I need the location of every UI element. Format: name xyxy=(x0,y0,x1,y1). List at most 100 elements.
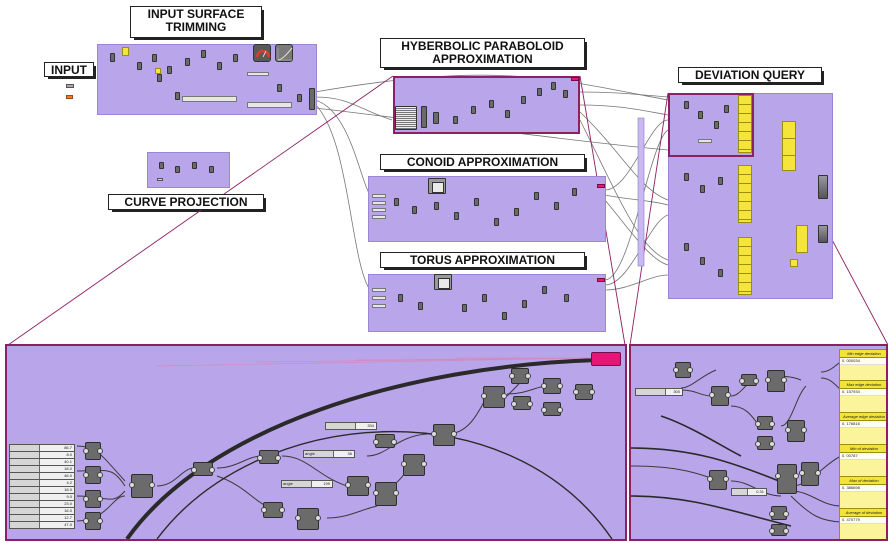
component[interactable] xyxy=(775,464,799,494)
slider[interactable] xyxy=(372,296,386,300)
component[interactable] xyxy=(541,378,563,394)
component[interactable] xyxy=(401,454,427,476)
component[interactable] xyxy=(709,386,731,406)
component[interactable] xyxy=(755,416,775,430)
slider[interactable] xyxy=(372,215,386,219)
preview-component[interactable] xyxy=(428,178,446,194)
panel[interactable] xyxy=(790,259,798,267)
component[interactable] xyxy=(769,524,789,536)
component[interactable] xyxy=(471,106,476,114)
component[interactable] xyxy=(755,436,775,450)
slider[interactable] xyxy=(372,304,386,308)
component[interactable] xyxy=(394,198,399,206)
component[interactable] xyxy=(191,462,215,476)
component[interactable] xyxy=(159,162,164,169)
component[interactable] xyxy=(511,396,533,410)
input-param-orange[interactable] xyxy=(66,95,73,99)
slider[interactable] xyxy=(247,102,292,108)
component[interactable] xyxy=(129,474,155,498)
component[interactable] xyxy=(201,50,206,58)
component[interactable] xyxy=(83,490,103,508)
component[interactable] xyxy=(724,105,729,113)
component[interactable] xyxy=(718,177,723,185)
component[interactable] xyxy=(673,362,693,378)
panel[interactable] xyxy=(738,165,752,223)
component[interactable] xyxy=(494,218,499,226)
component[interactable] xyxy=(175,92,180,100)
component[interactable] xyxy=(167,66,172,74)
component[interactable] xyxy=(83,466,103,484)
slider[interactable] xyxy=(698,139,712,143)
component[interactable] xyxy=(818,175,828,199)
component[interactable] xyxy=(799,462,821,486)
slider[interactable] xyxy=(372,288,386,292)
component[interactable] xyxy=(707,470,729,490)
slider[interactable] xyxy=(247,72,269,76)
panel[interactable] xyxy=(155,68,161,74)
component[interactable] xyxy=(233,54,238,62)
component[interactable] xyxy=(412,206,417,214)
component[interactable] xyxy=(217,62,222,70)
component[interactable] xyxy=(434,202,439,210)
graph-preview[interactable] xyxy=(275,44,293,62)
component[interactable] xyxy=(83,442,103,460)
slider-stack[interactable] xyxy=(395,106,417,130)
component[interactable] xyxy=(431,424,457,446)
mid-slider[interactable]: 334 xyxy=(325,422,377,430)
component[interactable] xyxy=(573,384,595,400)
hp-slider[interactable]: 47.0 xyxy=(9,521,75,529)
component[interactable] xyxy=(818,225,828,243)
component[interactable] xyxy=(295,508,321,530)
component[interactable] xyxy=(521,96,526,104)
output-param-node[interactable] xyxy=(591,352,621,366)
component[interactable] xyxy=(398,294,403,302)
component[interactable] xyxy=(297,94,302,102)
component[interactable] xyxy=(572,188,577,196)
component[interactable] xyxy=(700,185,705,193)
panel[interactable] xyxy=(782,121,796,171)
component[interactable] xyxy=(482,294,487,302)
component[interactable] xyxy=(684,101,689,109)
component[interactable] xyxy=(563,90,568,98)
component[interactable] xyxy=(185,58,190,66)
component[interactable] xyxy=(698,111,703,119)
component[interactable] xyxy=(541,402,563,416)
gauge-preview[interactable] xyxy=(253,44,271,62)
deviation-input-slider[interactable]: 300 xyxy=(635,388,683,396)
component[interactable] xyxy=(157,74,162,82)
panel[interactable] xyxy=(122,47,129,56)
component[interactable] xyxy=(257,450,281,464)
component[interactable] xyxy=(474,198,479,206)
component[interactable] xyxy=(765,370,787,392)
component[interactable] xyxy=(481,386,507,408)
output-param[interactable] xyxy=(597,184,605,188)
component[interactable] xyxy=(785,420,807,442)
component[interactable] xyxy=(137,62,142,70)
slider[interactable] xyxy=(372,201,386,205)
component[interactable] xyxy=(309,88,315,110)
component[interactable] xyxy=(345,476,371,496)
slider[interactable] xyxy=(372,208,386,212)
panel[interactable] xyxy=(796,225,808,253)
component[interactable] xyxy=(192,162,197,169)
component[interactable] xyxy=(700,257,705,265)
component[interactable] xyxy=(175,166,180,173)
slider[interactable] xyxy=(182,96,237,102)
component[interactable] xyxy=(564,294,569,302)
component[interactable] xyxy=(261,502,285,518)
panel[interactable] xyxy=(738,237,752,295)
component[interactable] xyxy=(551,82,556,90)
component[interactable] xyxy=(462,304,467,312)
component[interactable] xyxy=(509,368,531,384)
component[interactable] xyxy=(514,208,519,216)
component[interactable] xyxy=(454,212,459,220)
component[interactable] xyxy=(537,88,542,96)
component[interactable] xyxy=(152,54,157,62)
output-param[interactable] xyxy=(597,278,605,282)
